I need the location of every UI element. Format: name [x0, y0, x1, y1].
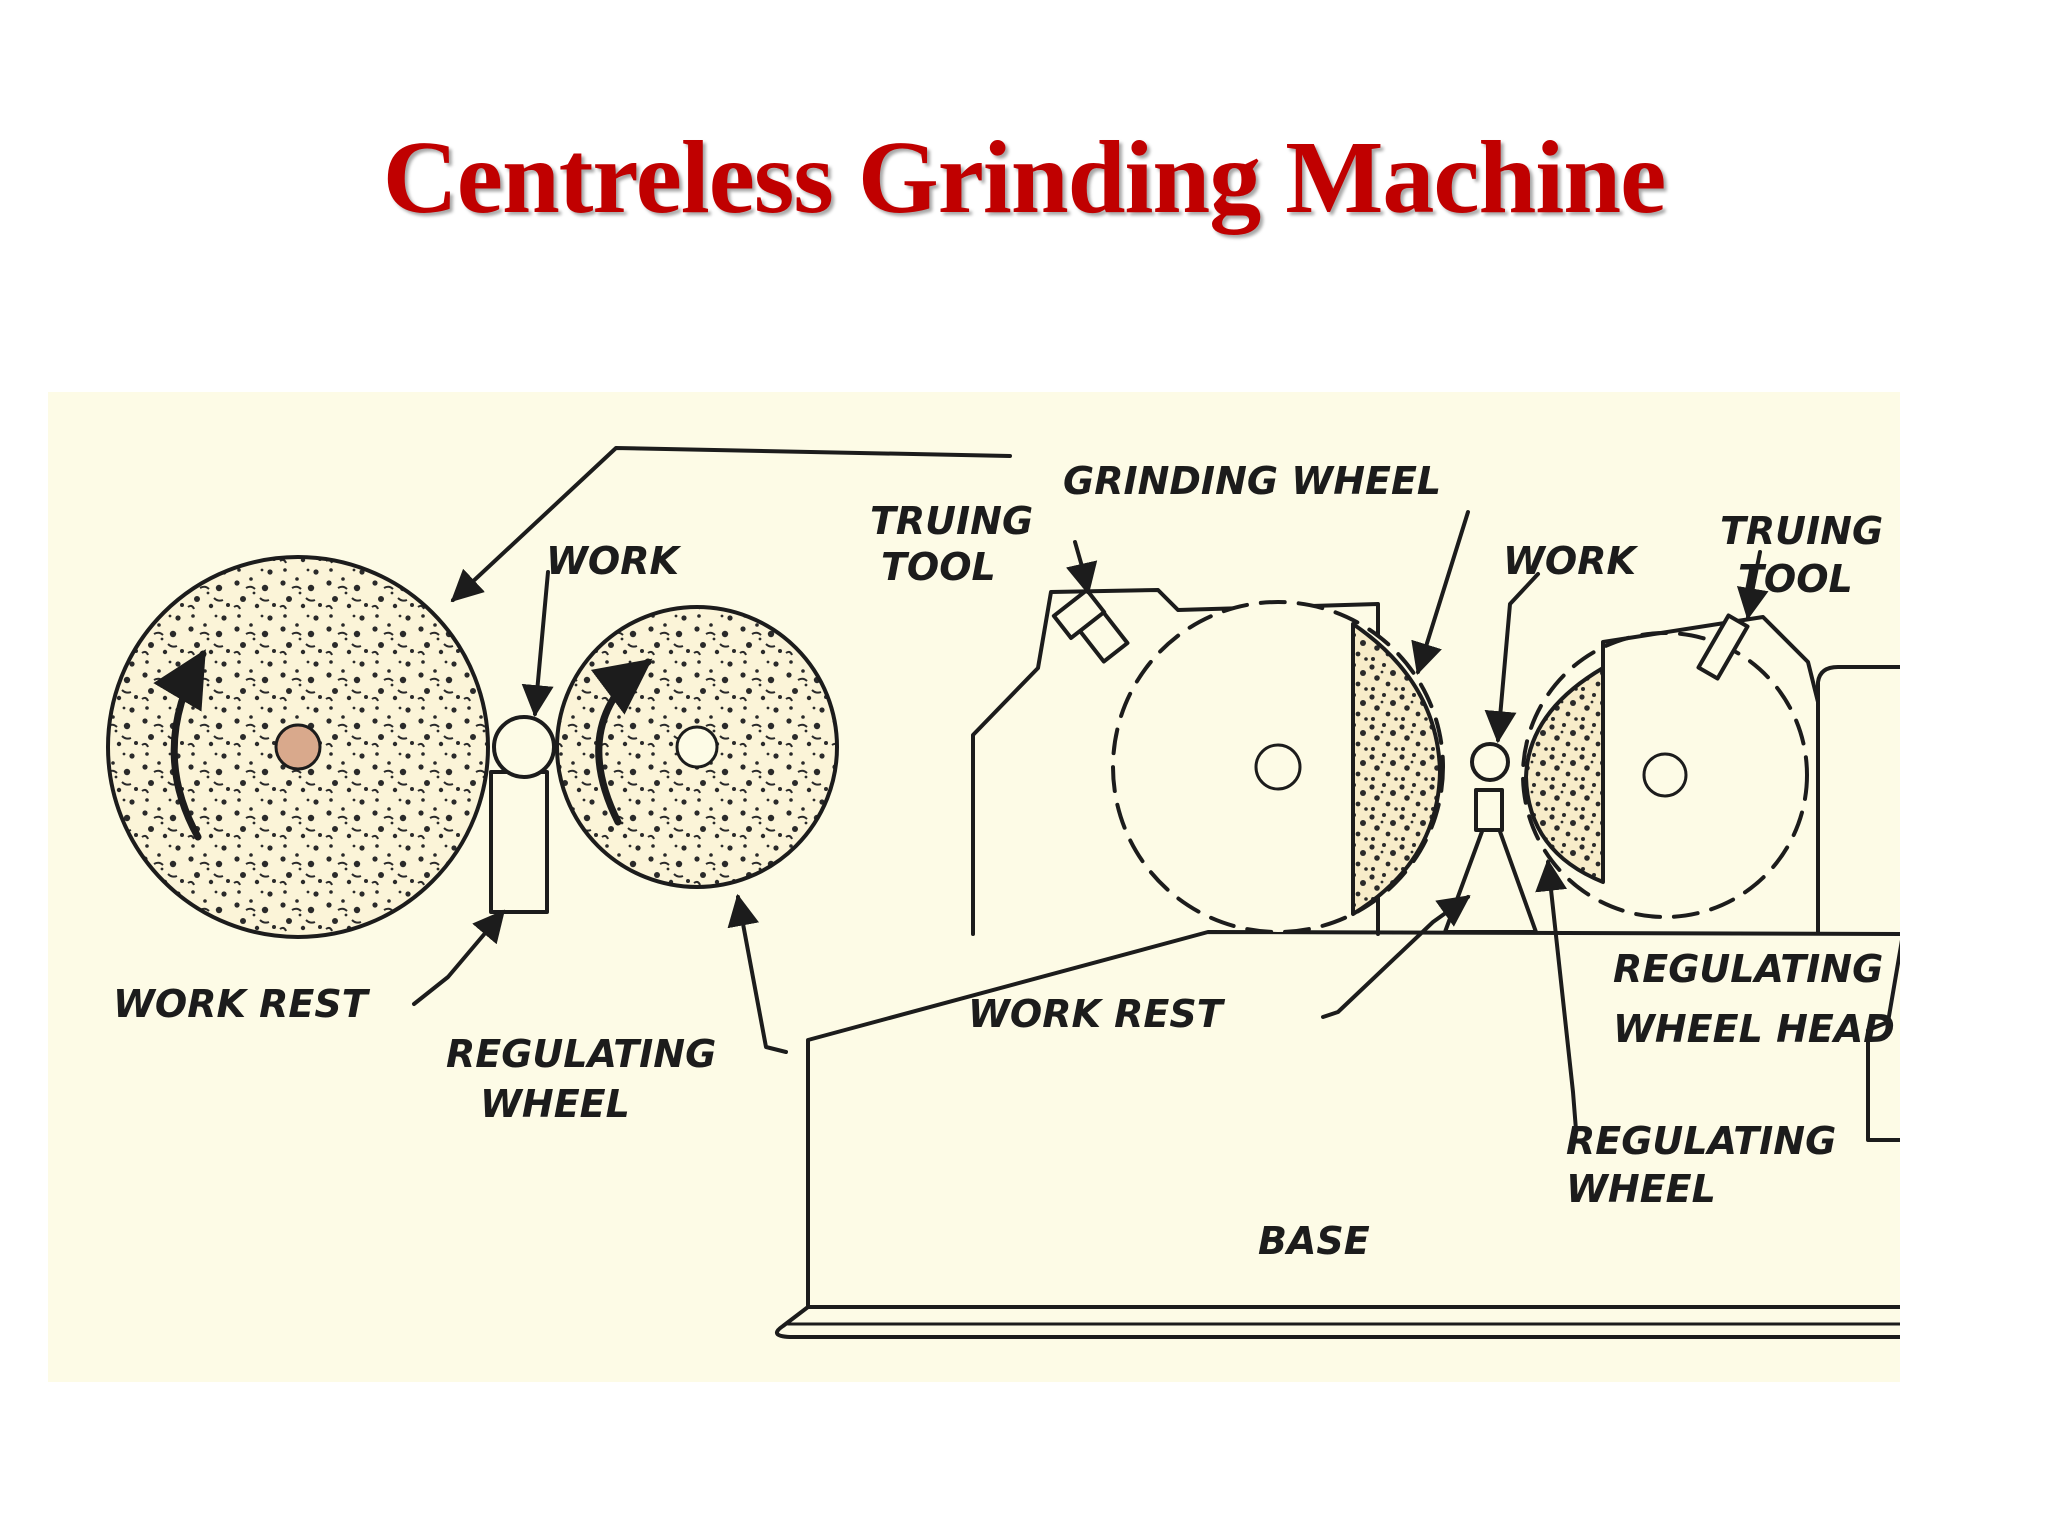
grinding-wheel-head	[971, 588, 1380, 936]
slide-title: Centreless Grinding Machine	[382, 120, 1667, 235]
label-regulating-wheel-right-2: WHEEL	[1566, 1167, 1716, 1211]
label-regulating-wheel-left-2: WHEEL	[480, 1082, 630, 1126]
diagram-svg: WORK WORK REST REGULATING WHEEL GRINDING…	[106, 446, 1900, 1339]
label-regulating-wheel-head-1: REGULATING	[1613, 947, 1883, 991]
work-right	[1470, 742, 1510, 782]
work-left	[492, 715, 556, 779]
label-regulating-wheel-head-2: WHEEL HEAD	[1613, 1007, 1895, 1051]
regulating-head-box	[1816, 665, 1900, 934]
leader-regulating-wheel-right	[1535, 858, 1578, 1132]
label-work-left: WORK	[546, 539, 681, 583]
rotation-arrow-left	[153, 649, 207, 841]
label-regulating-wheel-left-1: REGULATING	[446, 1032, 716, 1076]
work-rest-right	[1443, 824, 1538, 934]
label-work-rest-right: WORK REST	[968, 992, 1226, 1036]
leader-truing-tool-right	[1736, 550, 1769, 621]
label-regulating-wheel-right-1: REGULATING	[1566, 1119, 1836, 1163]
label-grinding-wheel: GRINDING WHEEL	[1063, 459, 1441, 503]
label-truing-tool-right-2: TOOL	[1738, 557, 1853, 601]
label-truing-tool-right-1: TRUING	[1720, 509, 1883, 553]
work-rest-left	[489, 770, 549, 914]
label-truing-tool-left-1: TRUING	[870, 499, 1033, 543]
leader-work-rest-right	[1321, 895, 1471, 1019]
leader-regulating-wheel-left	[727, 893, 788, 1054]
leader-work-rest-left	[412, 909, 506, 1006]
regulating-wheel-right-exposed	[1524, 666, 1605, 884]
label-base: BASE	[1258, 1219, 1370, 1263]
label-work-right: WORK	[1503, 539, 1638, 583]
grinding-wheel-hub	[274, 723, 322, 771]
regulating-wheel-right	[1521, 631, 1809, 919]
label-work-rest-left: WORK REST	[113, 982, 371, 1026]
machine-diagram: WORK WORK REST REGULATING WHEEL GRINDING…	[48, 392, 1900, 1382]
leader-work-left	[521, 570, 554, 718]
rotation-arrow-right	[590, 658, 653, 826]
base-foot	[774, 1305, 1900, 1339]
truing-tool-left	[1051, 588, 1130, 664]
truing-tool-right	[1696, 613, 1750, 681]
label-truing-tool-left-2: TOOL	[881, 545, 996, 589]
regulating-wheel-hub	[675, 725, 719, 769]
leader-grinding-wheel	[450, 446, 1012, 603]
grinding-wheel-exposed	[1351, 622, 1442, 916]
leader-truing-tool-left	[1066, 540, 1098, 596]
leader-work-right	[1484, 572, 1540, 744]
leader-grinding-wheel-right	[1411, 510, 1470, 676]
